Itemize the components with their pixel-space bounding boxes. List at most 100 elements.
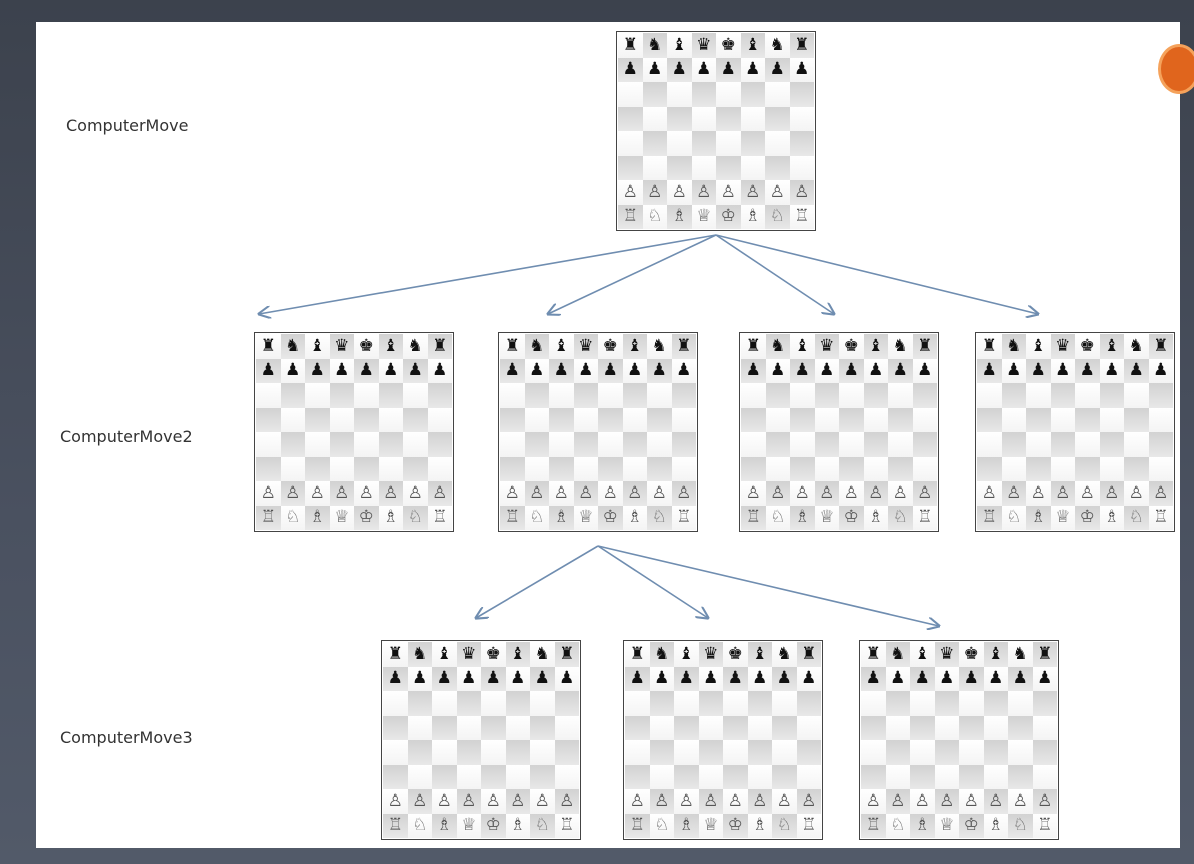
chess-piece-square: ♟ [716,57,741,82]
empty-square [598,407,623,432]
chess-piece-square: ♙ [814,481,839,506]
chess-piece-square: ♛ [573,334,598,359]
empty-square [1008,740,1033,765]
chess-piece-square: ♙ [789,180,814,205]
empty-square [698,740,723,765]
empty-square [1001,456,1026,481]
chess-piece-square: ♟ [618,57,643,82]
empty-square [407,715,432,740]
chess-piece-square: ♟ [598,358,623,383]
empty-square [789,131,814,156]
empty-square [772,715,797,740]
chess-piece-square: ♖ [1148,505,1173,530]
chess-piece-square: ♟ [383,666,408,691]
empty-square [618,131,643,156]
empty-square [790,383,815,408]
empty-square [500,383,525,408]
chess-piece-square: ♟ [1099,358,1124,383]
empty-square [481,764,506,789]
empty-square [789,155,814,180]
empty-square [723,740,748,765]
chess-piece-square: ♘ [407,813,432,838]
chess-piece-square: ♙ [407,789,432,814]
empty-square [674,740,699,765]
empty-square [1026,407,1051,432]
empty-square [622,383,647,408]
chess-piece-square: ♙ [598,481,623,506]
empty-square [549,456,574,481]
chess-piece-square: ♟ [983,666,1008,691]
empty-square [647,432,672,457]
empty-square [1008,764,1033,789]
empty-square [1099,456,1124,481]
chess-piece-square: ♙ [549,481,574,506]
empty-square [741,407,766,432]
empty-square [500,407,525,432]
empty-square [554,691,579,716]
edge-board-l2-2-to-board-l3-1 [476,545,599,618]
chess-piece-square: ♙ [305,481,330,506]
empty-square [839,432,864,457]
empty-square [790,432,815,457]
chess-piece-square: ♟ [674,666,699,691]
empty-square [667,82,692,107]
empty-square [983,715,1008,740]
empty-square [1075,383,1100,408]
empty-square [642,82,667,107]
chess-piece-square: ♙ [1148,481,1173,506]
chess-piece-square: ♟ [839,358,864,383]
empty-square [647,383,672,408]
edge-board-l2-2-to-board-l3-3 [597,545,939,626]
empty-square [280,432,305,457]
empty-square [649,715,674,740]
empty-square [427,407,452,432]
empty-square [789,82,814,107]
empty-square [481,691,506,716]
empty-square [1124,456,1149,481]
chess-piece-square: ♚ [481,642,506,667]
chess-piece-square: ♜ [618,33,643,58]
empty-square [256,432,281,457]
chess-piece-square: ♗ [747,813,772,838]
chess-piece-square: ♙ [1001,481,1026,506]
chess-piece-square: ♟ [505,666,530,691]
empty-square [671,407,696,432]
empty-square [912,432,937,457]
empty-square [598,456,623,481]
empty-square [790,407,815,432]
empty-square [765,383,790,408]
empty-square [814,432,839,457]
chess-piece-square: ♞ [772,642,797,667]
chess-piece-square: ♗ [863,505,888,530]
chess-piece-square: ♟ [1050,358,1075,383]
empty-square [524,432,549,457]
chess-piece-square: ♟ [1001,358,1026,383]
chess-piece-square: ♜ [671,334,696,359]
chess-piece-square: ♕ [573,505,598,530]
chess-piece-square: ♙ [573,481,598,506]
empty-square [674,715,699,740]
empty-square [618,82,643,107]
chess-piece-square: ♙ [747,789,772,814]
chess-piece-square: ♙ [740,180,765,205]
empty-square [983,764,1008,789]
empty-square [505,691,530,716]
empty-square [772,740,797,765]
chess-piece-square: ♖ [383,813,408,838]
board-l2-3: ♜♞♝♛♚♝♞♜♟♟♟♟♟♟♟♟♙♙♙♙♙♙♙♙♖♘♗♕♔♗♘♖ [739,332,939,532]
chess-piece-square: ♟ [554,666,579,691]
empty-square [1050,432,1075,457]
chess-piece-square: ♗ [622,505,647,530]
chess-piece-square: ♟ [1148,358,1173,383]
chess-piece-square: ♙ [1050,481,1075,506]
board-l2-4: ♜♞♝♛♚♝♞♜♟♟♟♟♟♟♟♟♙♙♙♙♙♙♙♙♖♘♗♕♔♗♘♖ [975,332,1175,532]
chess-piece-square: ♟ [647,358,672,383]
empty-square [649,740,674,765]
chess-piece-square: ♜ [256,334,281,359]
chess-piece-square: ♞ [649,642,674,667]
empty-square [885,764,910,789]
chess-piece-square: ♙ [671,481,696,506]
chess-piece-square: ♙ [674,789,699,814]
chess-piece-square: ♙ [839,481,864,506]
chess-piece-square: ♕ [456,813,481,838]
